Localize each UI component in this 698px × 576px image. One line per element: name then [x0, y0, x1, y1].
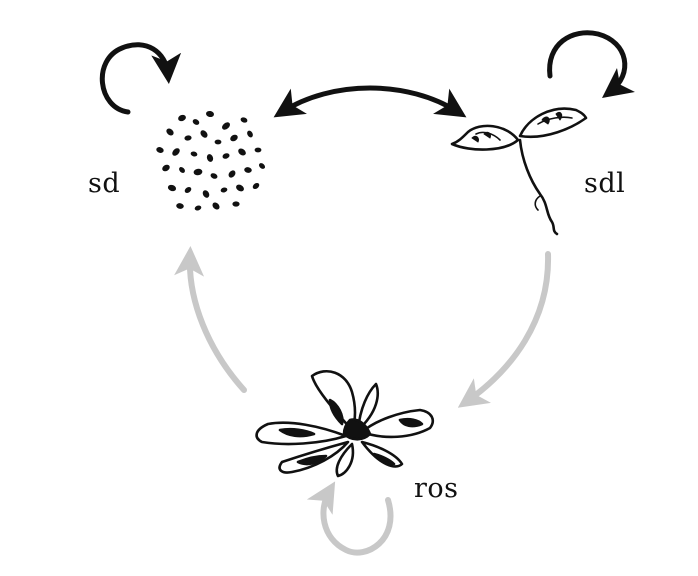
- seed-dot: [162, 164, 170, 172]
- seed-dot: [222, 153, 230, 159]
- seed-dot: [200, 130, 208, 138]
- edge-sdl-to-ros: [457, 251, 552, 408]
- seed-dot: [212, 202, 220, 210]
- seed-dot: [210, 173, 218, 179]
- seed-dot: [184, 187, 192, 193]
- seed-dot: [156, 147, 164, 153]
- seed-dot: [179, 167, 185, 173]
- rosette-stage-label: ros: [414, 473, 459, 504]
- seed-dot: [190, 151, 198, 157]
- seed-dot: [222, 122, 230, 130]
- seed-dot: [258, 163, 266, 169]
- edge-sdl-self-loop: [547, 30, 635, 99]
- seeds-icon: [156, 110, 266, 211]
- seed-dot: [240, 117, 248, 123]
- seed-dot: [172, 148, 180, 156]
- seed-dot: [192, 119, 200, 125]
- seed-dot: [244, 167, 252, 173]
- seed-dot: [220, 187, 228, 193]
- seed-dot: [238, 148, 246, 156]
- seed-dot: [206, 110, 214, 118]
- seed-dot: [228, 170, 236, 178]
- seed-dot: [214, 139, 222, 145]
- seed-dot: [178, 114, 186, 122]
- seed-dot: [166, 128, 174, 136]
- seed-dot: [252, 182, 260, 190]
- rosette-icon: [255, 370, 434, 478]
- seed-dot: [232, 201, 240, 207]
- seed-dot: [254, 147, 262, 153]
- seed-dot: [193, 168, 203, 176]
- seed-stage-label: sd: [88, 168, 121, 199]
- seed-dot: [230, 134, 238, 142]
- seed-dot: [176, 203, 184, 209]
- seed-dot: [167, 184, 177, 192]
- seed-dot: [184, 135, 192, 141]
- seed-dot: [236, 184, 244, 192]
- edge-sd-sdl-bidirectional: [273, 85, 467, 118]
- seedling-icon: [450, 107, 588, 236]
- edge-ros-self-loop: [306, 481, 394, 556]
- seedling-stage-label: sdl: [584, 168, 626, 199]
- seed-dot: [206, 154, 214, 162]
- seed-dot: [247, 130, 253, 138]
- edge-sd-self-loop: [99, 42, 182, 115]
- seed-dot: [194, 205, 202, 211]
- seed-dot: [202, 190, 210, 198]
- edge-ros-to-sd: [174, 246, 247, 393]
